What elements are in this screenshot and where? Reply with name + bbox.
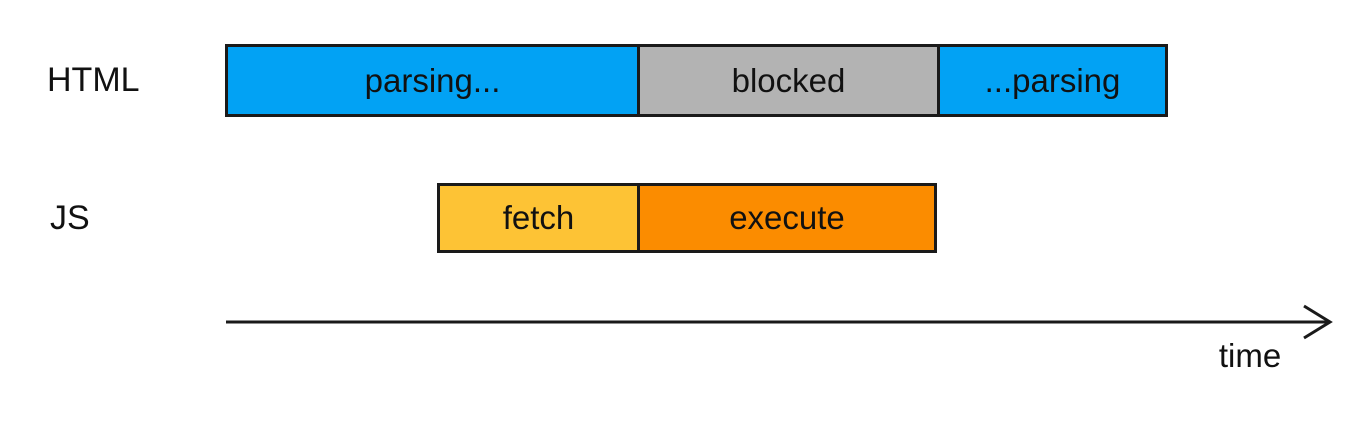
row-label-js: JS <box>50 199 90 237</box>
segment-parsing-end-label: ...parsing <box>984 61 1121 99</box>
row-label-html: HTML <box>47 61 140 99</box>
segment-fetch: fetch <box>440 186 637 250</box>
segment-execute: execute <box>637 186 934 250</box>
js-timeline-bar: fetch execute <box>437 183 937 253</box>
segment-parsing-end: ...parsing <box>937 47 1165 114</box>
segment-parsing-start: parsing... <box>228 47 637 114</box>
segment-execute-label: execute <box>729 199 845 236</box>
time-axis-label: time <box>1218 337 1282 374</box>
time-axis-arrow <box>226 304 1333 340</box>
html-timeline-bar: parsing... blocked ...parsing <box>225 44 1168 117</box>
segment-blocked-label: blocked <box>731 61 846 99</box>
segment-fetch-label: fetch <box>502 199 575 236</box>
segment-blocked: blocked <box>637 47 937 114</box>
time-axis-arrowhead-icon <box>1303 304 1333 340</box>
segment-parsing-start-label: parsing... <box>364 61 501 99</box>
